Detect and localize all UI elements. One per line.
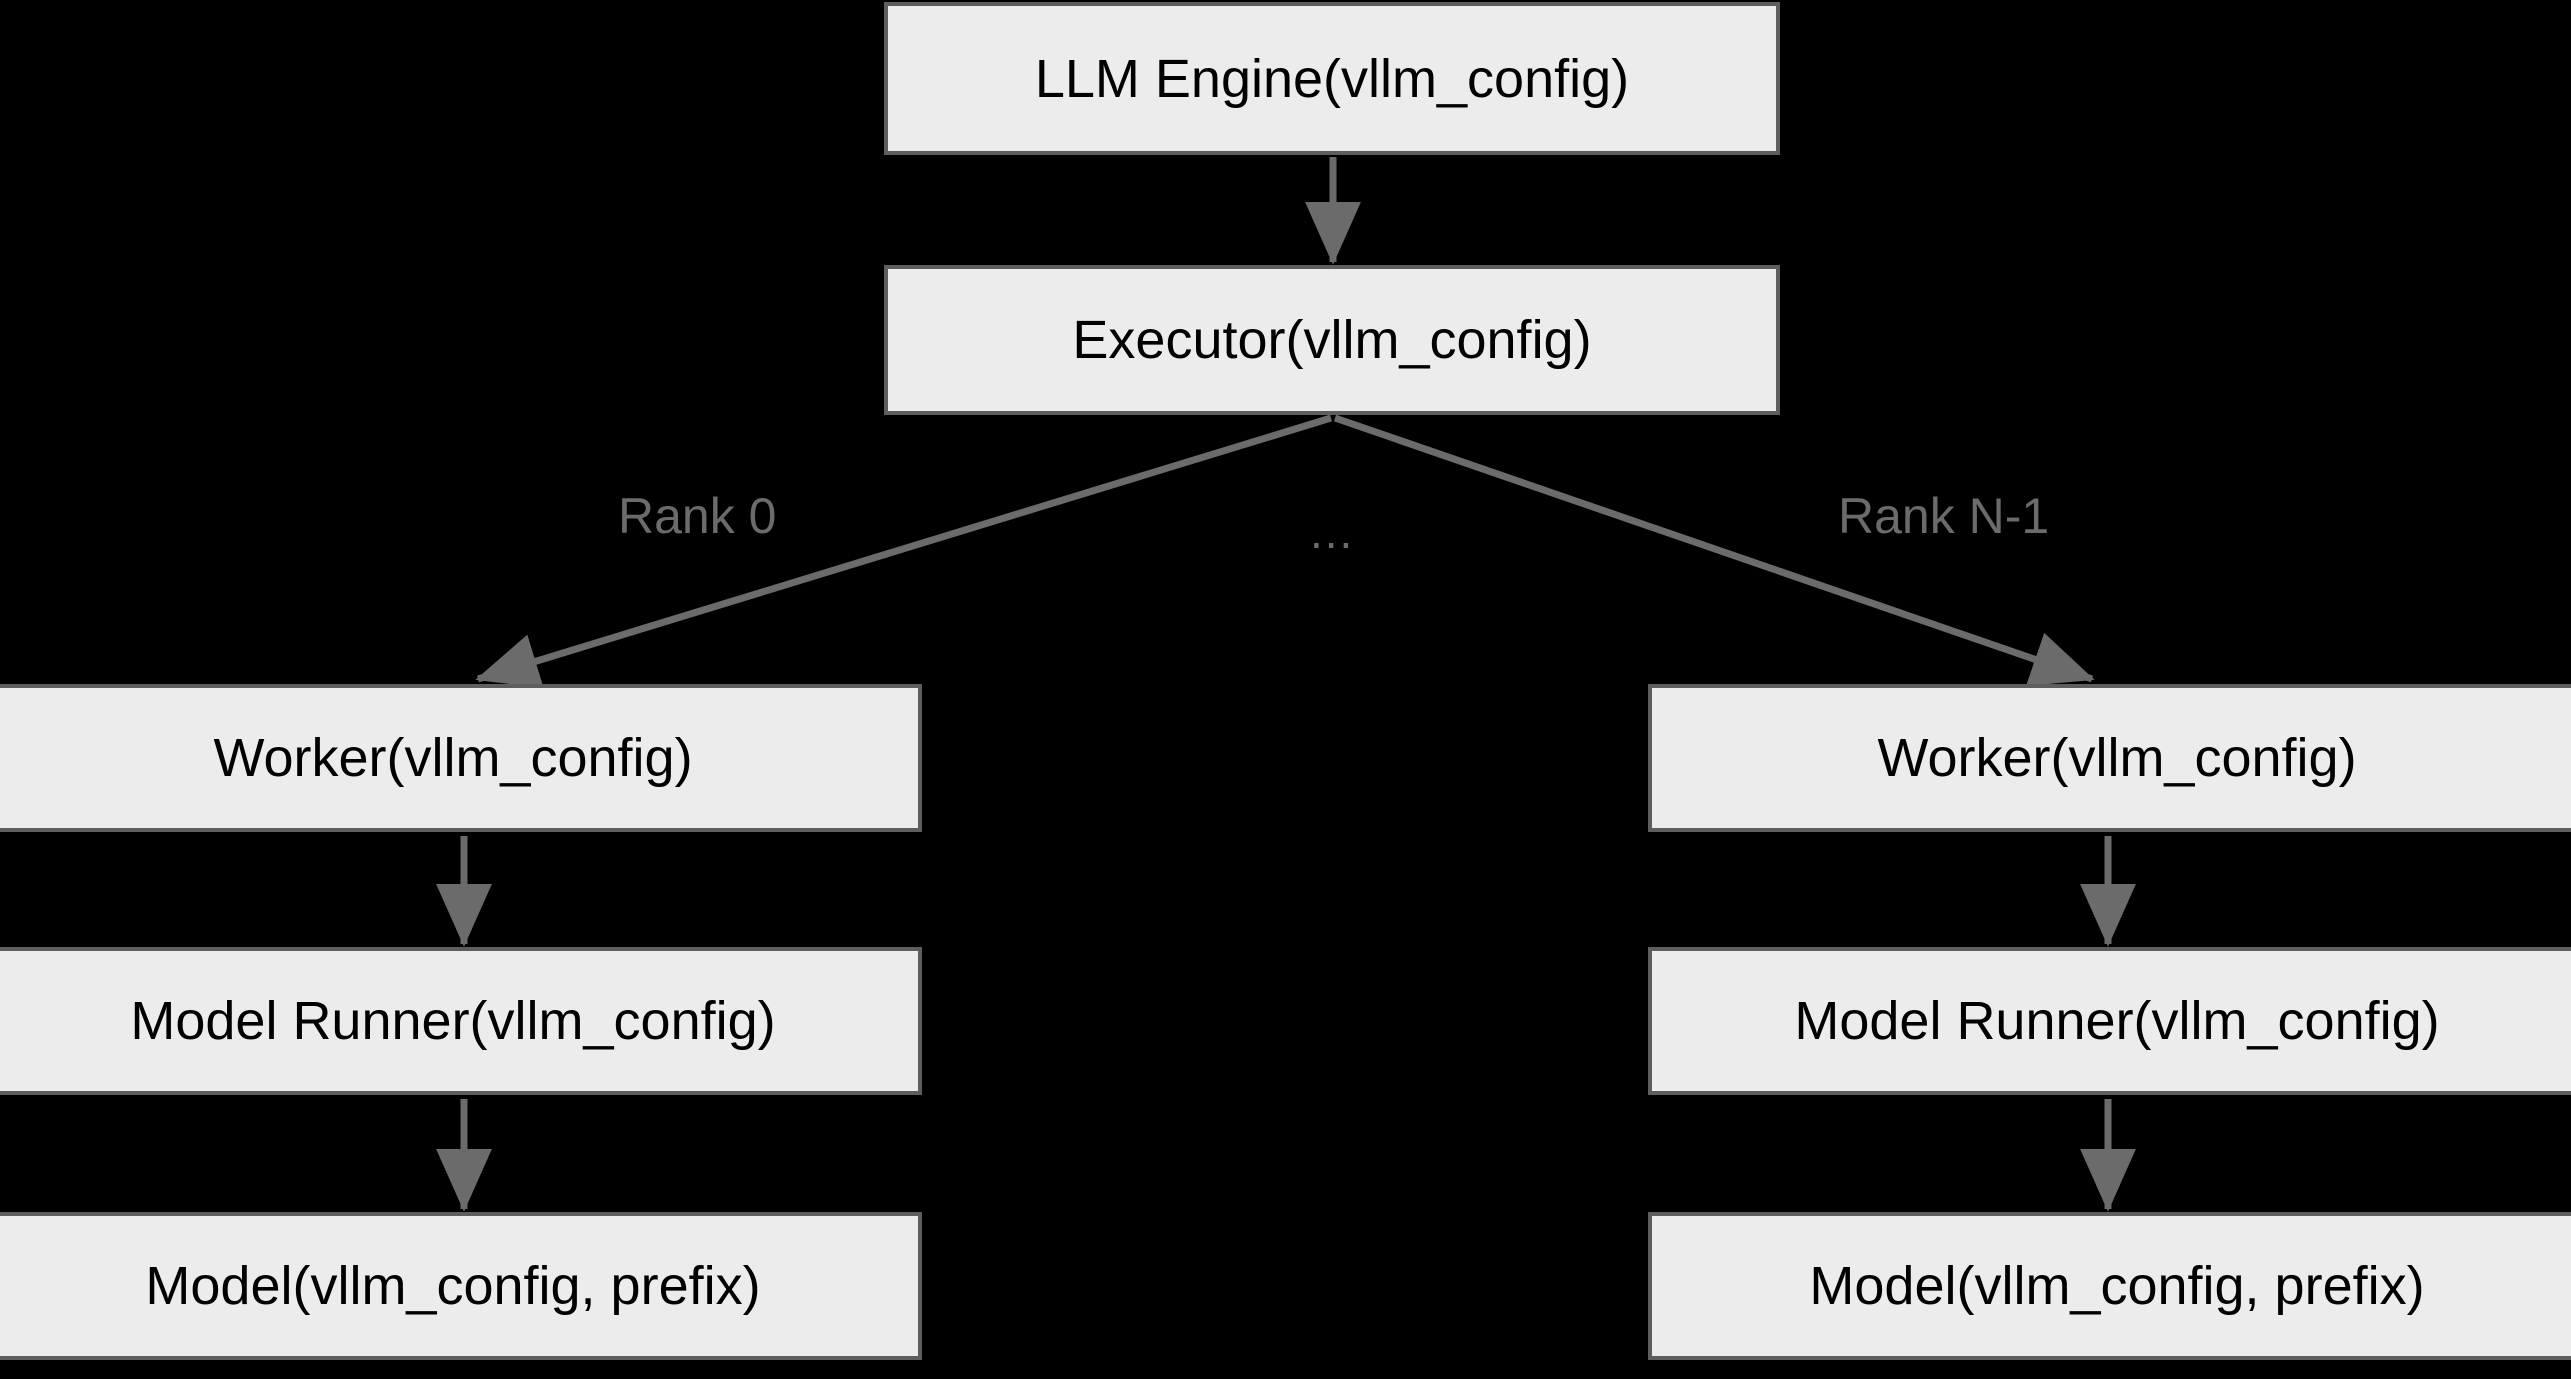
- edge-executor-to-worker-rank0: [475, 414, 1333, 689]
- node-worker-rank-n[interactable]: Worker(vllm_config): [1648, 684, 2571, 832]
- node-model-runner-rank-0[interactable]: Model Runner(vllm_config): [0, 947, 922, 1095]
- edge-executor-to-worker-rankn: [1333, 414, 2095, 686]
- node-model-rank-n[interactable]: Model(vllm_config, prefix): [1648, 1212, 2571, 1360]
- edge-label-ellipsis: ...: [1310, 506, 1355, 558]
- node-model-rank-0[interactable]: Model(vllm_config, prefix): [0, 1212, 922, 1360]
- node-worker-rank-0[interactable]: Worker(vllm_config): [0, 684, 922, 832]
- edge-label-rank-n-minus-1: Rank N-1: [1838, 488, 2050, 544]
- node-llm-engine[interactable]: LLM Engine(vllm_config): [884, 2, 1780, 155]
- node-model-runner-rank-n[interactable]: Model Runner(vllm_config): [1648, 947, 2571, 1095]
- edge-label-rank-0: Rank 0: [618, 488, 777, 544]
- node-executor[interactable]: Executor(vllm_config): [884, 265, 1780, 415]
